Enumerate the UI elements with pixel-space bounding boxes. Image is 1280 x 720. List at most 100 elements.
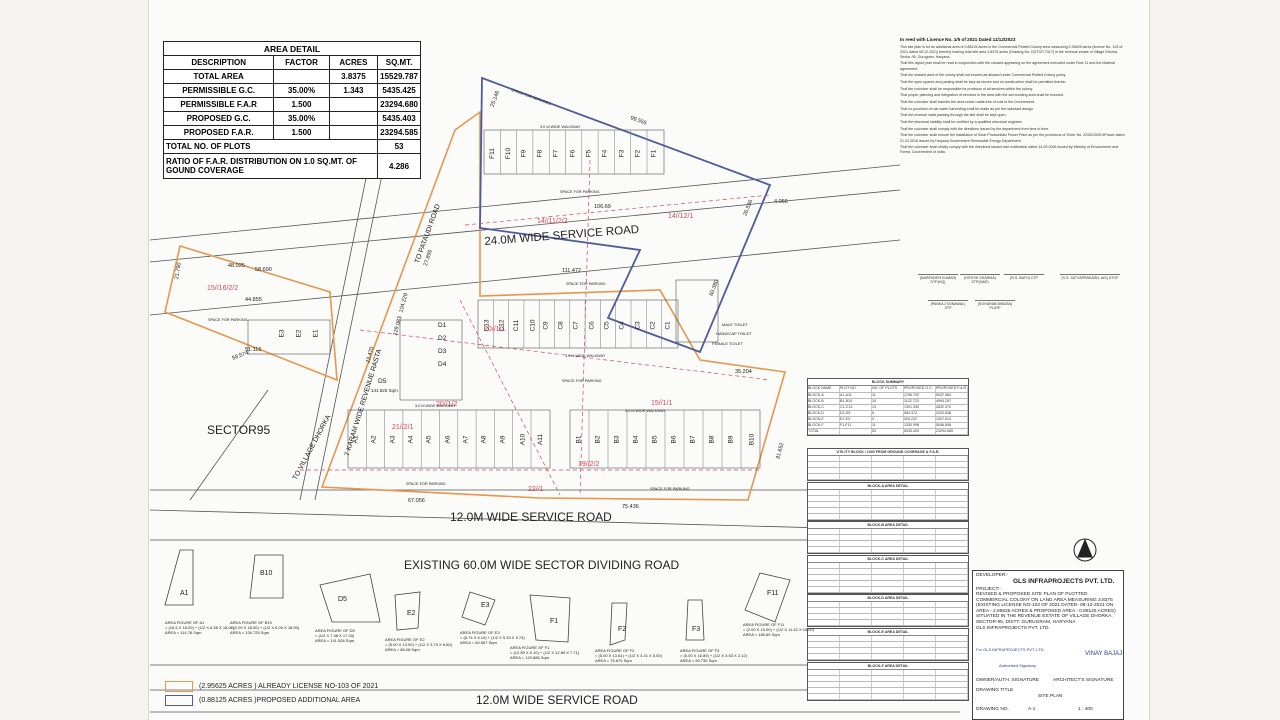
a-block-outline [347,409,551,469]
table-cell: 2033.838 [936,411,968,416]
cell-sqmt: 15529.787 [377,69,421,84]
block-detail-table: BLOCK-F AREA DETAIL [807,662,969,701]
table-cell [936,642,968,647]
table-cell [840,529,872,534]
developer-name: GLS INFRAPROJECTS PVT. LTD. [1013,578,1115,585]
table-cell [808,676,840,681]
plot-label-d3: D3 [438,348,447,355]
table-cell [904,474,936,479]
table-cell [872,529,904,534]
plot-label-e2: E2 [295,329,303,338]
plot-label-a10: A10 [519,433,527,446]
table-cell [936,490,968,495]
table-cell [808,581,840,586]
table-row [808,468,968,474]
plot-label-d5: D5 [378,378,387,385]
area-detail-table: AREA DETAIL DESCRIPTION FACTOR ACRES SQ.… [162,41,421,179]
table-cell [872,547,904,552]
table-cell [840,514,872,519]
note-paragraph: That the colonizer shall comply with the… [900,126,1050,131]
area-figure-area: AREA = 76.875 Sqm [595,658,632,664]
table-cell [808,468,840,473]
table-cell [808,614,840,619]
signature-name: (S.S. SATYAPRAKASH, IAS) DTCP [1061,276,1119,280]
plot-label-c6: C6 [588,321,596,330]
road-edge [149,189,901,263]
area-figure-area: AREA = 60.967 Sqm [460,640,497,646]
area-figure-f1: AREA FIGURE OF F1= (12.89 X 6.10) + (1/2… [510,645,579,661]
table-cell: 1307.614 [936,417,968,422]
table-cell [904,682,936,687]
road-edge [149,164,901,241]
plot-label-c2: C2 [649,321,657,330]
table-cell [840,581,872,586]
plot-label-b3: B3 [612,435,620,444]
block-detail-title: BLOCK-E AREA DETAIL [808,629,968,636]
table-cell [808,529,840,534]
area-figure-d5-shape [319,573,381,623]
table-cell [840,642,872,647]
plan-label-walkway: 3.0 M WIDE WALKWAY [565,354,606,358]
plot-label-b6: B6 [669,435,677,444]
existing-boundary-west [164,244,338,382]
khasra-label: 22//1 [528,486,544,493]
dimension-label: 111.472 [562,268,582,274]
table-cell [808,670,840,675]
table-cell [808,694,840,699]
note-paragraph: That the structural stability shall be c… [900,120,1023,125]
table-cell [840,541,872,546]
dimension-label: 67.056 [408,498,425,504]
area-figure-name: B10 [260,570,273,577]
table-row [808,496,968,502]
note-paragraph: That the shaded area of the colony shall… [900,73,1067,78]
plot-label-c11: C11 [513,319,521,332]
table-cell [904,508,936,513]
signature-name: (NARENDER KUMAR) DTP(HQ) [919,276,957,284]
note-paragraph: That no provision of rain water harvesti… [900,106,1034,111]
plot-label-c9: C9 [542,321,550,330]
table-cell [936,602,968,607]
area-figure-title: AREA FIGURE OF E2 [385,637,425,642]
table-cell [936,648,968,653]
table-row [808,682,968,688]
table-row [808,474,968,480]
table-cell: 53 [872,429,904,434]
table-cell [936,456,968,461]
plot-label-f7: F7 [552,149,560,158]
block-detail-title: BLOCK-F AREA DETAIL [808,663,968,670]
table-cell [840,490,872,495]
plot-label-a4: A4 [407,435,415,444]
cell-factor: 35.00% [273,83,330,98]
plot-label-f5: F5 [585,149,593,158]
table-cell [936,688,968,693]
note-paragraph: That the open spaces and parking shall b… [900,79,1067,84]
table-cell [840,636,872,641]
table-row: PROPOSED G.C.35.00%5435.403 [162,111,421,126]
khasra-label: 15//1/1 [651,400,673,407]
legend-existing: (2.95625 ACRES ) ALREADY LICENSE NO-103 … [165,681,378,692]
block-summary-title: BLOCK SUMMARY [808,379,968,386]
table-cell [936,474,968,479]
table-cell: 5435.403 [904,429,936,434]
table-cell: A1-A11 [840,393,872,398]
table-cell [872,587,904,592]
plot-label-c3: C3 [634,321,642,330]
area-figure-f11: AREA FIGURE OF F11= (2.00 X 13.00) + (1/… [743,622,814,638]
table-cell [808,474,840,479]
note-paragraph: That the colonizer shall strictly comply… [900,145,1119,155]
drawing-scale: 1 : 400 [1078,707,1093,712]
table-cell [904,648,936,653]
table-cell [872,642,904,647]
notes-list: This site plan is for an additional area… [900,45,1127,156]
table-cell [808,688,840,693]
table-cell [808,535,840,540]
dimension-label: 48.025 [228,263,245,269]
plan-label-female-toilet: FEMALE TOILET [712,341,743,346]
area-figure-name: F1 [550,618,559,625]
table-cell [936,694,968,699]
table-cell [840,682,872,687]
area-figure-f3-shape [685,599,705,641]
plots-value: 53 [377,139,421,154]
cell-description: PERMISSIBLE F.A.R [162,97,275,112]
